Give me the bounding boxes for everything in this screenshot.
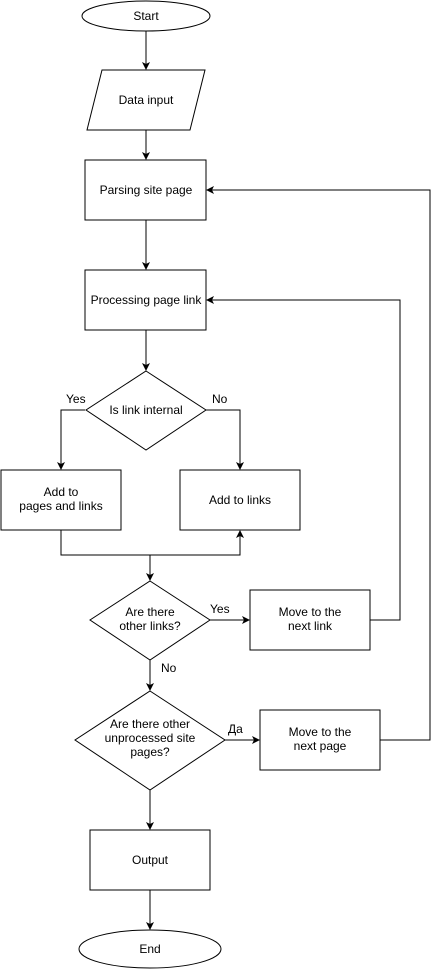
- edges: [57, 31, 431, 930]
- edge-next-link-loop: [206, 296, 401, 621]
- links-yes-label: Yes: [210, 602, 230, 616]
- next-link-label-2: next link: [288, 619, 333, 633]
- edge-next-page-loop: [206, 186, 431, 741]
- edge-internal-yes: [57, 409, 85, 470]
- processing-node: Processing page link: [84, 269, 207, 331]
- processing-label: Processing page link: [91, 293, 203, 307]
- next-link-node: Move to the next link: [249, 589, 371, 651]
- add-links-label: Add to links: [209, 493, 271, 507]
- other-links-decision: Are there other links?: [89, 580, 211, 661]
- add-links-node: Add to links: [179, 469, 301, 531]
- is-internal-label: Is link internal: [109, 403, 182, 417]
- next-page-label-2: next page: [294, 739, 347, 753]
- output-node: Output: [89, 829, 211, 891]
- links-no-label: No: [161, 661, 177, 675]
- other-pages-label-1: Are there other: [110, 717, 190, 731]
- parsing-node: Parsing site page: [84, 159, 207, 221]
- other-links-label-1: Are there: [125, 605, 175, 619]
- parsing-label: Parsing site page: [100, 183, 193, 197]
- add-pages-links-label-2: pages and links: [19, 499, 102, 513]
- next-link-label-1: Move to the: [279, 605, 342, 619]
- start-node: Start: [81, 0, 211, 32]
- add-pages-links-node: Add to pages and links: [0, 469, 122, 531]
- start-label: Start: [133, 9, 159, 23]
- data-input-label: Data input: [119, 93, 174, 107]
- end-label: End: [139, 942, 160, 956]
- internal-no-label: No: [212, 392, 228, 406]
- next-page-label-1: Move to the: [289, 725, 352, 739]
- next-page-node: Move to the next page: [259, 709, 381, 771]
- pages-yes-label: Да: [228, 722, 243, 736]
- other-pages-label-3: pages?: [130, 745, 170, 759]
- other-pages-decision: Are there other unprocessed site pages?: [74, 690, 226, 791]
- edge-add-pages-to-merge: [60, 530, 150, 556]
- end-node: End: [78, 929, 222, 969]
- add-pages-links-label-1: Add to: [44, 485, 79, 499]
- is-internal-decision: Is link internal: [85, 370, 207, 451]
- internal-yes-label: Yes: [66, 392, 86, 406]
- edge-internal-no: [205, 409, 244, 470]
- other-pages-label-2: unprocessed site: [105, 731, 196, 745]
- other-links-label-2: other links?: [119, 619, 181, 633]
- output-label: Output: [132, 853, 169, 867]
- edge-merge-to-add-links: [150, 530, 244, 556]
- data-input-node: Data input: [86, 69, 206, 131]
